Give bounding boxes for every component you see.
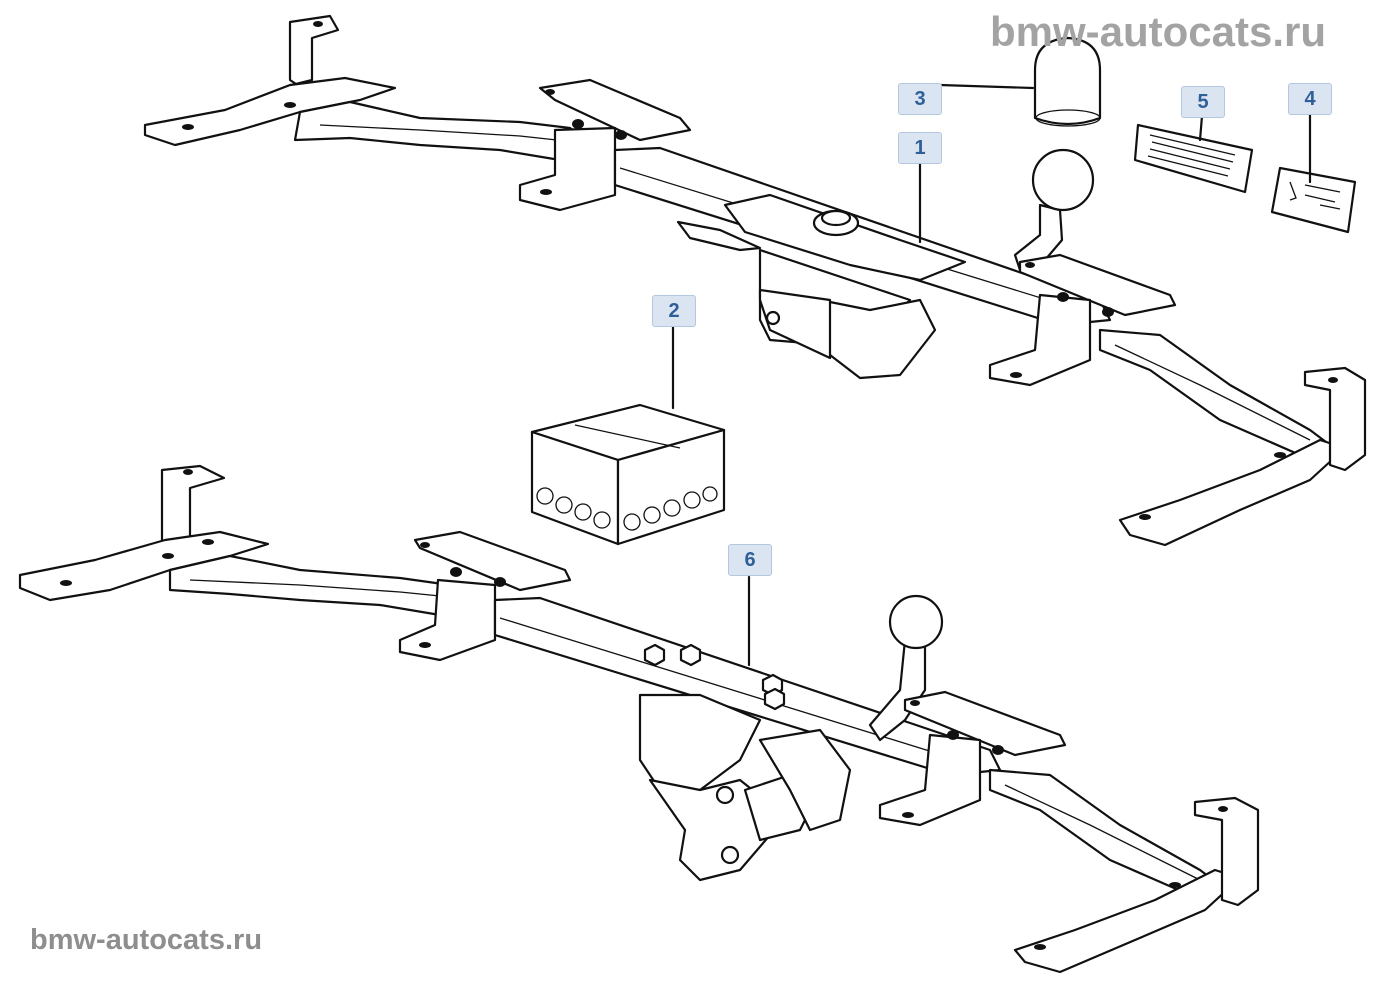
leader-lines [671, 83, 1312, 667]
callout-3: 3 [898, 83, 942, 115]
watermark-bottom: bmw-autocats.ru [30, 924, 263, 956]
tow-ball-cap [1033, 36, 1102, 127]
watermark-top: bmw-autocats.ru [990, 8, 1327, 55]
label-plate-large [1133, 123, 1254, 194]
callout-4: 4 [1288, 83, 1332, 115]
tow-hitch-assembly-upper [143, 14, 1367, 547]
tow-hitch-assembly-lower [18, 464, 1260, 974]
label-plate-small [1270, 166, 1357, 234]
socket-box [530, 403, 726, 546]
callout-1: 1 [898, 132, 942, 164]
callout-2: 2 [652, 295, 696, 327]
callout-6: 6 [728, 544, 772, 576]
callout-5: 5 [1181, 86, 1225, 118]
